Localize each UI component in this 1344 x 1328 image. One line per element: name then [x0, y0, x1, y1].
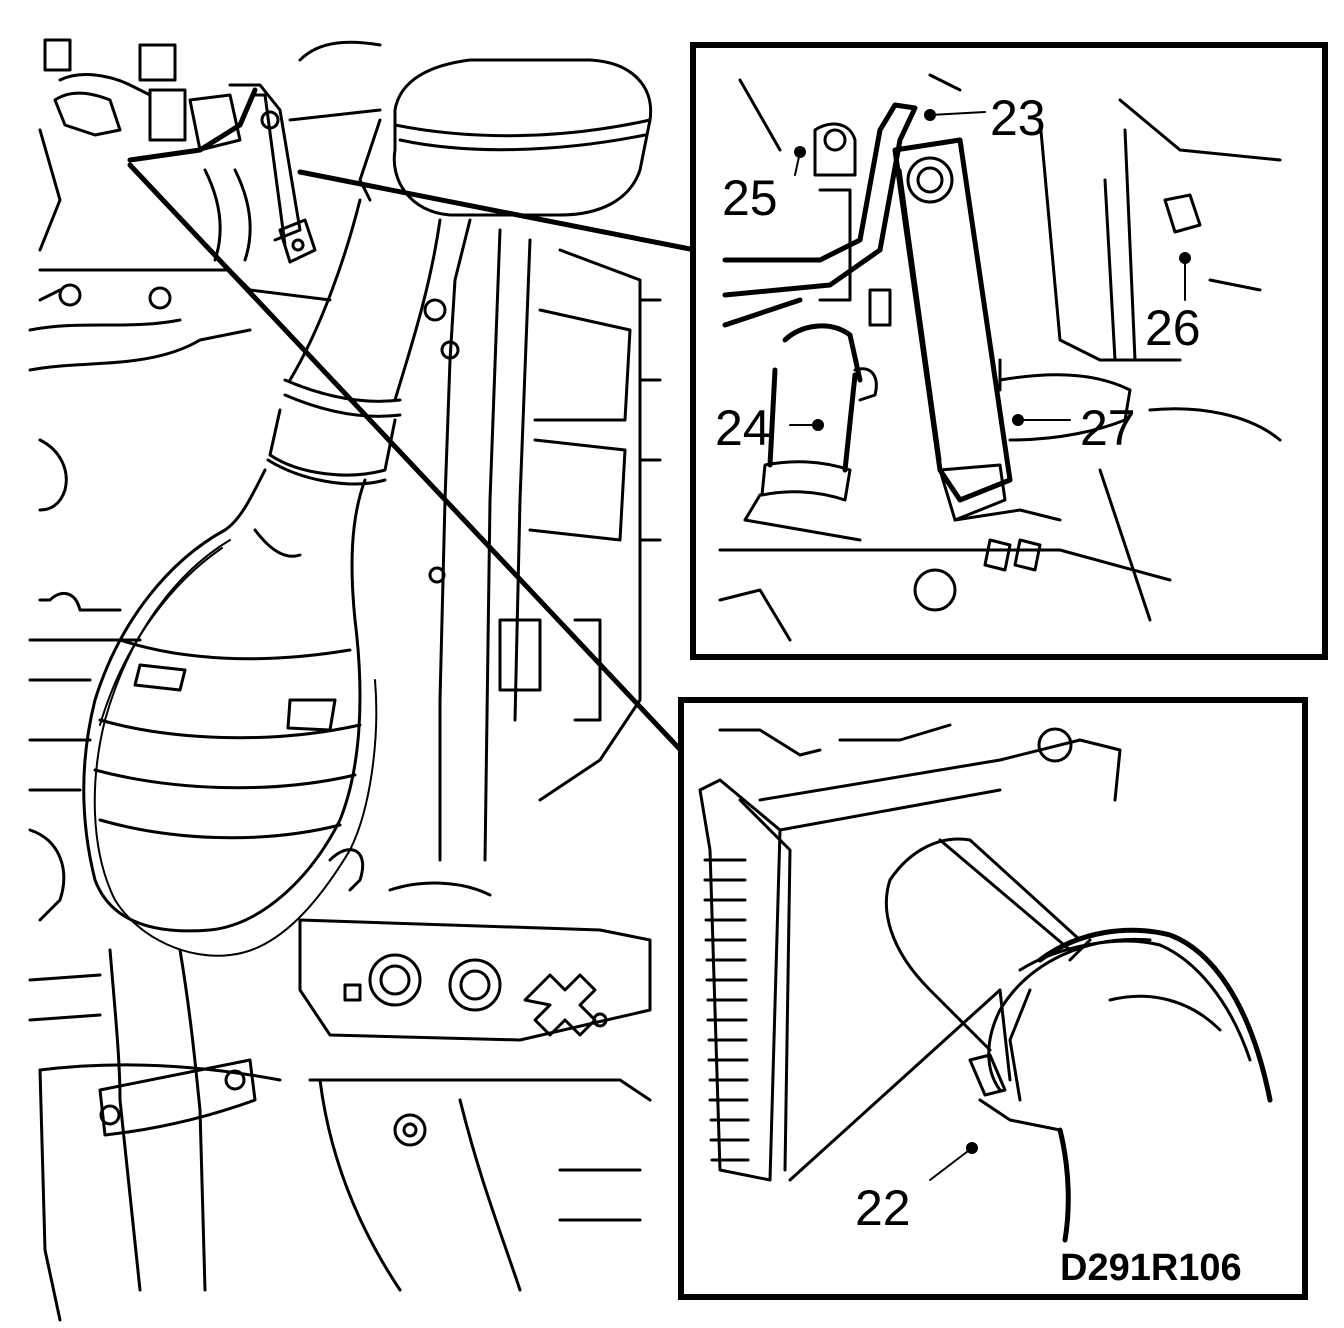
- callout-26: 26: [1145, 300, 1201, 356]
- subframe-edge: [698, 723, 1122, 1182]
- callout-22: 22: [855, 1180, 911, 1236]
- callout-27: 27: [1080, 400, 1136, 456]
- catalytic-converter: [82, 468, 378, 957]
- main-engine-view: [28, 38, 698, 1322]
- callout-25: 25: [722, 170, 778, 226]
- background-lines: [28, 328, 642, 1222]
- support-stay: [892, 137, 1013, 503]
- crossmember: [298, 848, 652, 1292]
- detail-inset-top: 23 25 26 24 27: [690, 42, 1328, 660]
- figure-code: D291R106: [1060, 1247, 1242, 1289]
- expansion-tank: [358, 58, 653, 217]
- callout-23: 23: [990, 90, 1046, 146]
- sensor-bracket-area: [28, 38, 382, 332]
- detail-inset-bottom: 22 D291R106: [678, 697, 1308, 1300]
- front-pipe: [266, 198, 442, 486]
- rear-pipe: [38, 948, 282, 1322]
- callout-24: 24: [715, 400, 771, 456]
- gearbox-housing: [423, 218, 662, 862]
- leader-lines: [127, 162, 698, 763]
- exhaust-pipe-with-clamp: [884, 837, 1273, 1243]
